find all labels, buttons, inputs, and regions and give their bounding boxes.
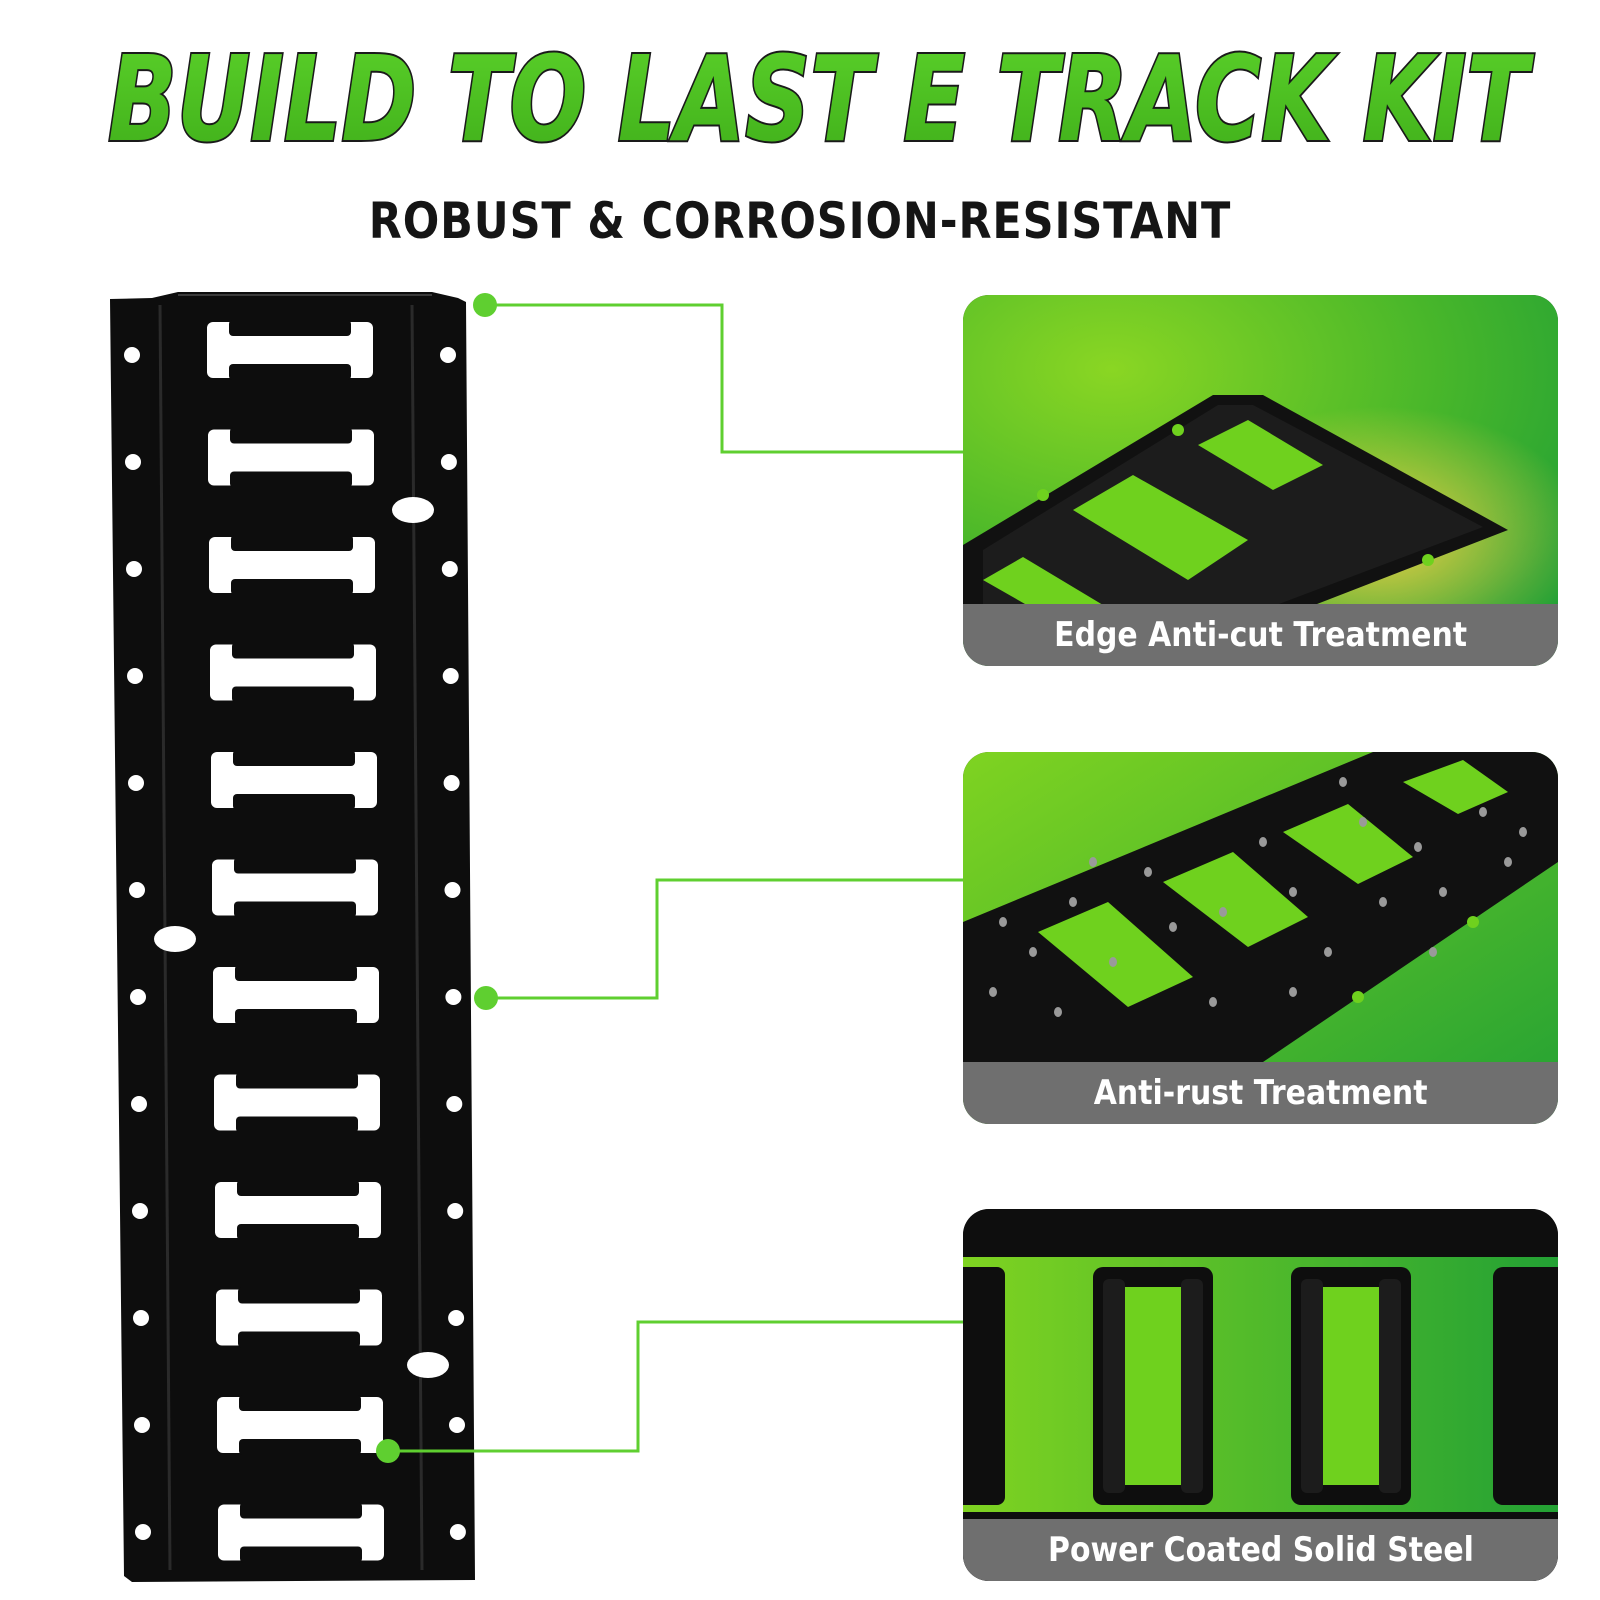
rail-slot [213, 965, 379, 1025]
rail-mount-hole [440, 454, 457, 470]
rail-slot [209, 535, 375, 595]
rail-mount-hole [134, 1417, 150, 1433]
rail-oval-hole [154, 926, 196, 952]
headline-title: BUILD TO LAST E TRACK KIT [108, 30, 1535, 162]
water-droplet [1289, 887, 1297, 897]
rail-mount-hole [442, 668, 459, 684]
rail-mount-hole [443, 775, 460, 791]
rail-slot [210, 642, 376, 703]
water-droplet [1439, 887, 1447, 897]
water-droplet [1359, 817, 1367, 827]
rail-mount-hole [124, 347, 140, 363]
steel-slot [1093, 1267, 1213, 1505]
water-droplet [1339, 777, 1347, 787]
rail-slot [216, 1287, 382, 1348]
rail-oval-hole [392, 497, 434, 523]
rail-mount-hole [129, 882, 145, 898]
water-droplet [1054, 1007, 1062, 1017]
water-droplet [1259, 837, 1267, 847]
water-droplet [1144, 867, 1152, 877]
rail-slot [218, 1502, 384, 1563]
rail-oval-hole [407, 1352, 449, 1378]
water-droplet [1289, 987, 1297, 997]
rail-body [110, 292, 475, 1582]
rail-mount-hole [448, 1310, 465, 1326]
rail-mount-hole [125, 454, 141, 470]
rail-slots [207, 320, 384, 1563]
rail-slot [211, 750, 377, 810]
rail-mount-hole [133, 1310, 149, 1326]
water-droplet [1209, 997, 1217, 1007]
rail-mount-hole [132, 1203, 148, 1219]
rail-mount-hole [441, 561, 458, 577]
water-droplet [1069, 897, 1077, 907]
rail-mount-hole [126, 561, 142, 577]
rail-mount-hole [131, 1096, 147, 1112]
water-droplet [999, 917, 1007, 927]
steel-slot [1291, 1267, 1411, 1505]
feature-caption-2: Anti-rust Treatment [963, 1062, 1558, 1124]
rail-mount-hole [128, 775, 144, 791]
water-droplet [1089, 857, 1097, 867]
rail-slot [208, 427, 374, 488]
rail-slot [215, 1180, 381, 1240]
rail-mount-hole [444, 882, 461, 898]
feature-caption-3: Power Coated Solid Steel [963, 1519, 1558, 1581]
water-droplet [1479, 807, 1487, 817]
water-droplet [1169, 922, 1177, 932]
rail-slot [214, 1072, 380, 1133]
water-droplet [1029, 947, 1037, 957]
water-droplet [1379, 897, 1387, 907]
headline-graphic: BUILD TO LAST E TRACK KIT [106, 28, 1537, 162]
water-droplet [1429, 947, 1437, 957]
rail-mount-hole [449, 1417, 465, 1433]
water-droplet [1109, 957, 1117, 967]
feature-panel-steel: Power Coated Solid Steel [963, 1209, 1558, 1581]
rail-slot [212, 857, 378, 918]
rail-mount-hole [135, 1524, 151, 1540]
water-droplet [1504, 857, 1512, 867]
rail-mount-hole [440, 347, 456, 363]
feature-panel-rust: Anti-rust Treatment [963, 752, 1558, 1124]
feature-panel-edge: Edge Anti-cut Treatment [963, 295, 1558, 666]
water-droplet [1324, 947, 1332, 957]
rail-mount-hole [447, 1203, 464, 1219]
rail-slot [207, 320, 373, 380]
water-droplet [1219, 907, 1227, 917]
water-droplet [989, 987, 997, 997]
water-droplet [1414, 842, 1422, 852]
rail-mount-hole [449, 1524, 466, 1540]
water-droplet [1519, 827, 1527, 837]
headline: BUILD TO LAST E TRACK KIT [0, 22, 1600, 162]
subtitle: ROBUST & CORROSION-RESISTANT [368, 192, 1232, 250]
rail-mount-hole [127, 668, 143, 684]
rail-mount-hole [446, 1096, 463, 1112]
rail-mount-hole [130, 989, 146, 1005]
rail-mount-hole [445, 989, 462, 1005]
feature-caption-1: Edge Anti-cut Treatment [963, 604, 1558, 666]
rail-slot [217, 1395, 383, 1455]
